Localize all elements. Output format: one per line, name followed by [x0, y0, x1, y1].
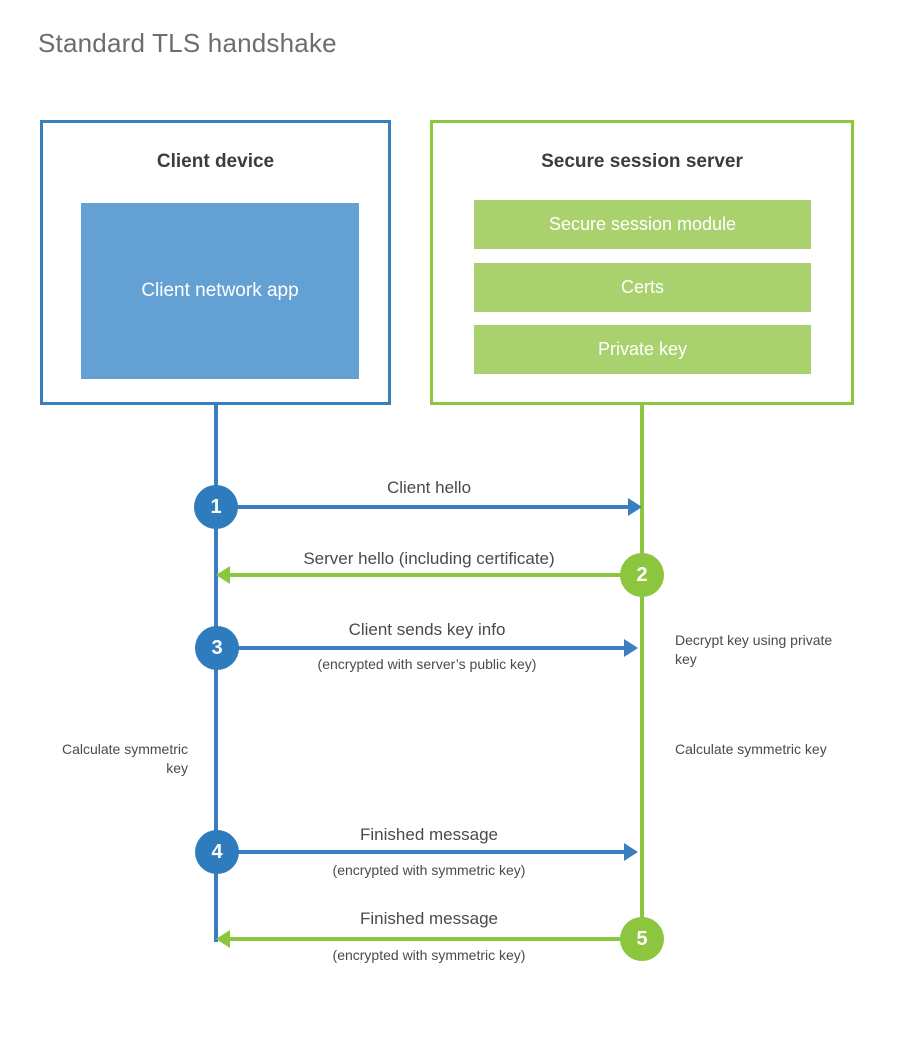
note-client-calculate-symmetric-key: Calculate symmetric key — [61, 741, 188, 776]
step-1-circle: 1 — [194, 485, 238, 529]
step-2-circle: 2 — [620, 553, 664, 597]
step-4-sublabel: (encrypted with symmetric key) — [332, 862, 526, 878]
step-4-circle: 4 — [195, 830, 239, 874]
secure-session-server-title: Secure session server — [541, 151, 743, 172]
note-decrypt-key: Decrypt key using private key — [675, 632, 833, 667]
step-3-label: Client sends key info — [348, 620, 506, 639]
step-3-sublabel: (encrypted with server’s public key) — [317, 656, 537, 672]
client-lifeline — [214, 405, 218, 942]
server-block-secure-session-module: Secure session module — [474, 200, 811, 249]
step-2-label: Server hello (including certificate) — [303, 549, 555, 568]
note-server-calculate-symmetric-key: Calculate symmetric key — [675, 741, 827, 757]
server-lifeline — [640, 405, 644, 941]
client-network-app-block: Client network app — [81, 203, 359, 379]
step-5-sublabel: (encrypted with symmetric key) — [332, 947, 526, 963]
step-4-label: Finished message — [360, 825, 498, 844]
step-1-label: Client hello — [386, 478, 472, 497]
server-block-private-key: Private key — [474, 325, 811, 374]
client-device-title: Client device — [156, 151, 275, 172]
server-block-certs: Certs — [474, 263, 811, 312]
page-title: Standard TLS handshake — [38, 28, 337, 58]
step-5-label: Finished message — [360, 909, 498, 928]
client-device-box: Client device Client network app — [40, 120, 391, 405]
secure-session-server-box: Secure session server Secure session mod… — [430, 120, 854, 405]
step-5-circle: 5 — [620, 917, 664, 961]
step-3-circle: 3 — [195, 626, 239, 670]
